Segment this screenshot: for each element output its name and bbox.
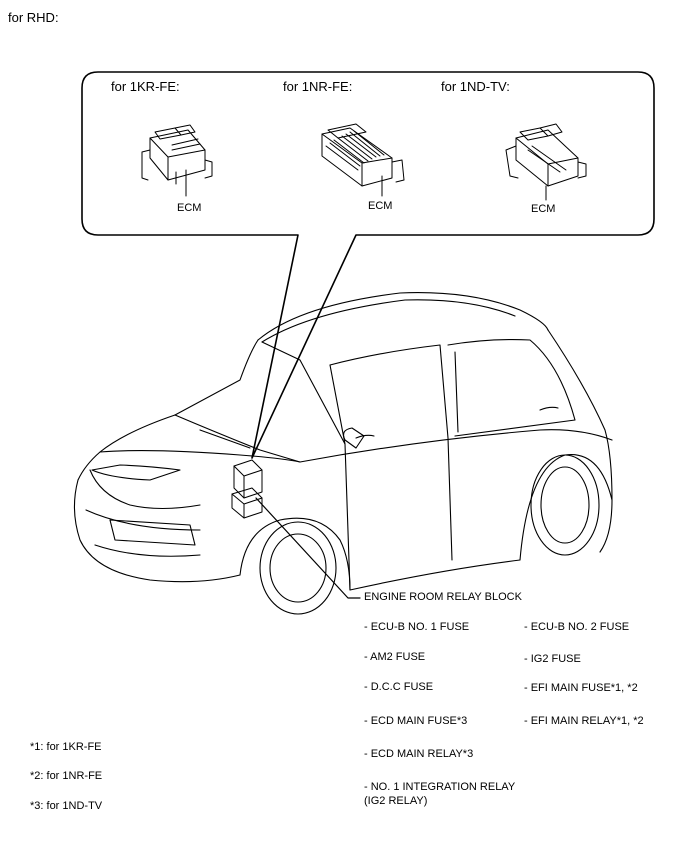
- page-title: for RHD:: [8, 10, 59, 25]
- variant-heading-1nr-fe: for 1NR-FE:: [283, 79, 353, 94]
- variant-heading-1nd-tv: for 1ND-TV:: [441, 79, 510, 94]
- relay-item-efi-main-relay: - EFI MAIN RELAY*1, *2: [524, 715, 644, 727]
- relay-item-ecu-b-no1-fuse: - ECU-B NO. 1 FUSE: [364, 621, 470, 633]
- rear-wheel: [530, 454, 600, 556]
- callout-box: [81, 71, 655, 459]
- relay-item-ecu-b-no2-fuse: - ECU-B NO. 2 FUSE: [524, 621, 630, 633]
- ecm-1nr-fe-illustration: [321, 123, 405, 197]
- car-body: [73, 292, 613, 615]
- footnote-3: *3: for 1ND-TV: [30, 800, 103, 812]
- ecm-1nd-tv-illustration: [505, 123, 587, 201]
- front-wheel: [259, 521, 337, 615]
- relay-item-no1-integration-relay: - NO. 1 INTEGRATION RELAY: [364, 781, 516, 793]
- relay-item-ig2-relay: (IG2 RELAY): [364, 795, 428, 807]
- ecm-1kr-fe-illustration: [141, 124, 213, 197]
- relay-block-leader: [255, 497, 361, 599]
- relay-item-ig2-fuse: - IG2 FUSE: [524, 653, 581, 665]
- relay-item-am2-fuse: - AM2 FUSE: [364, 651, 426, 663]
- ecm-label-1kr-fe: ECM: [177, 202, 202, 214]
- footnote-2: *2: for 1NR-FE: [30, 770, 103, 782]
- ecm-label-1nr-fe: ECM: [368, 200, 393, 212]
- ecm-label-1nd-tv: ECM: [531, 203, 556, 215]
- variant-heading-1kr-fe: for 1KR-FE:: [111, 79, 180, 94]
- footnote-1: *1: for 1KR-FE: [30, 741, 102, 753]
- relay-item-efi-main-fuse: - EFI MAIN FUSE*1, *2: [524, 682, 638, 694]
- relay-item-ecd-main-relay: - ECD MAIN RELAY*3: [364, 748, 474, 760]
- relay-item-dcc-fuse: - D.C.C FUSE: [364, 681, 434, 693]
- relay-block-illustration: [231, 459, 263, 519]
- relay-block-title: ENGINE ROOM RELAY BLOCK: [364, 591, 522, 603]
- relay-item-ecd-main-fuse: - ECD MAIN FUSE*3: [364, 715, 468, 727]
